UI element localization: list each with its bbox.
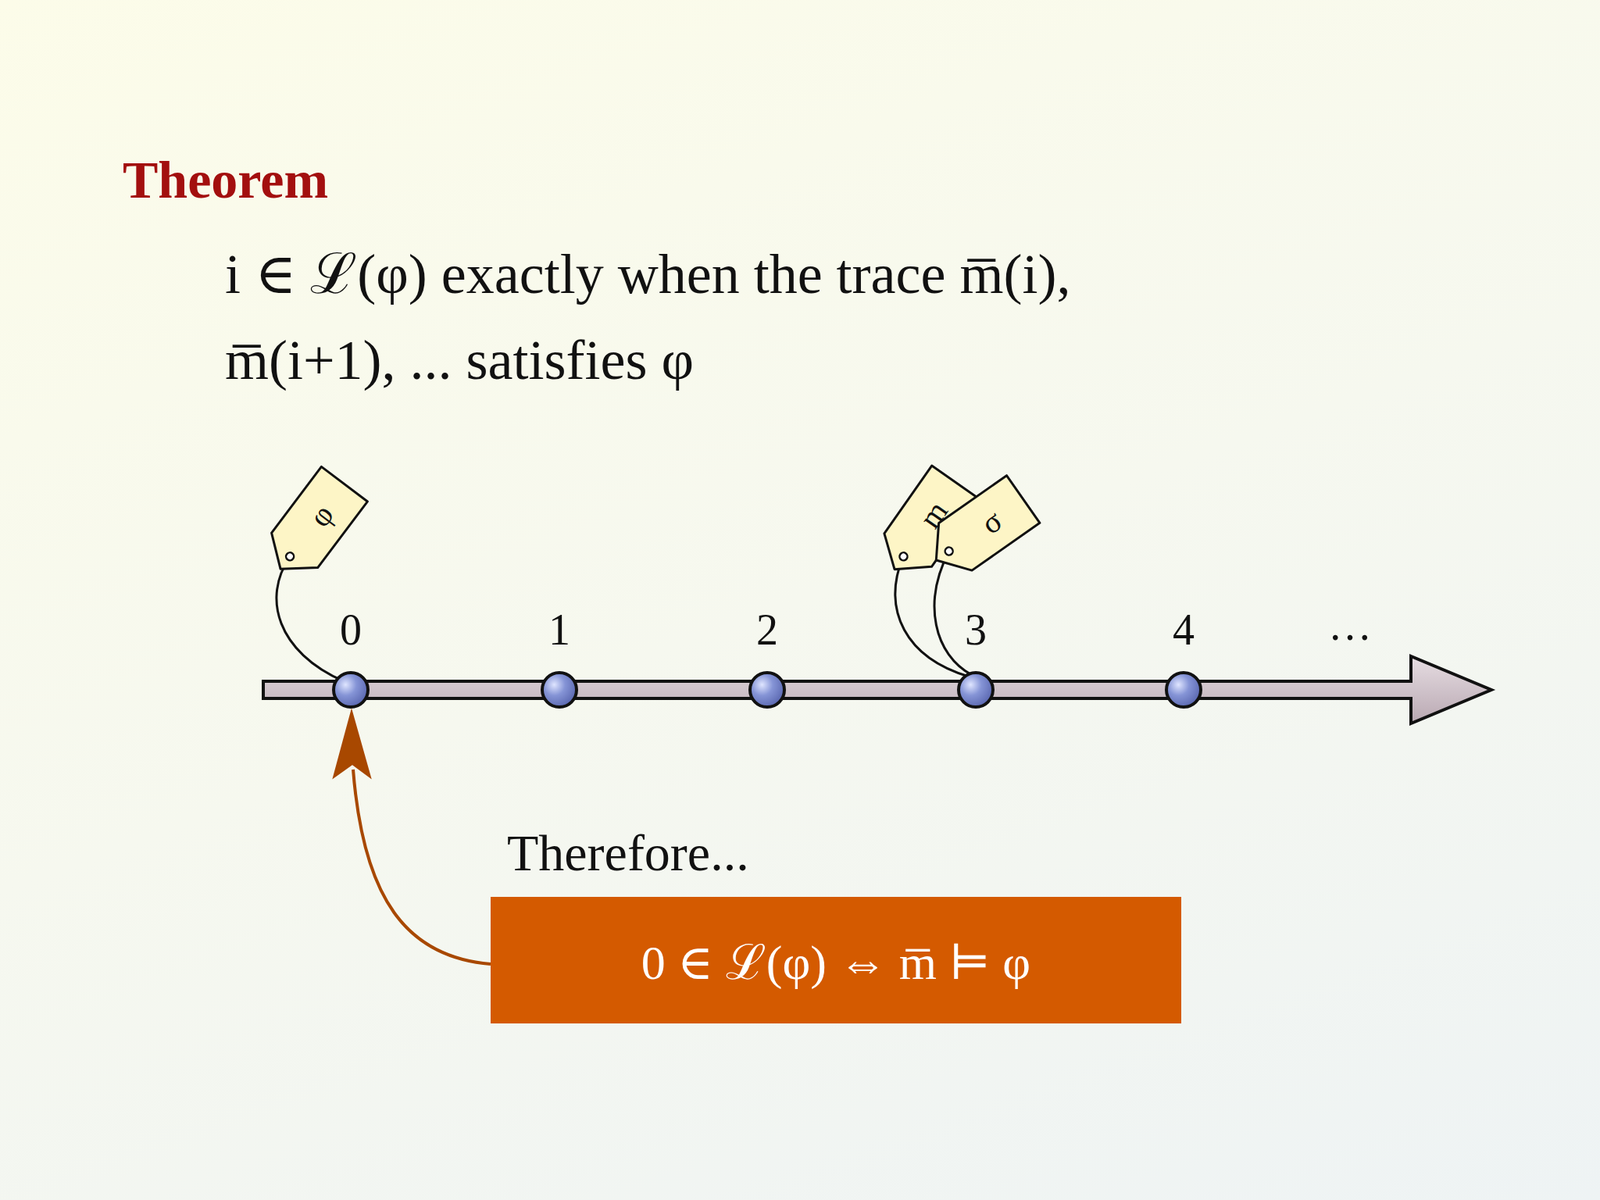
ellipsis: … [1328, 603, 1372, 647]
time-point [958, 672, 993, 708]
time-axis [263, 656, 1492, 724]
formula-text: 0 ∈ ℒ(φ) ⇔ m̅ ⊨ φ [641, 927, 1031, 993]
pointer-arrowhead [333, 710, 371, 778]
time-point [333, 672, 368, 708]
time-point [542, 672, 577, 708]
time-point [1166, 672, 1201, 708]
time-point [750, 672, 785, 708]
result-box: 0 ∈ ℒ(φ) ⇔ m̅ ⊨ φ [490, 896, 1182, 1024]
therefore-text: Therefore... [507, 827, 750, 879]
pointer-arrow [353, 769, 491, 965]
time-index: 4 [1172, 607, 1195, 652]
luggage-tag: φ [255, 464, 371, 590]
time-index: 1 [548, 607, 571, 652]
time-index: 2 [756, 607, 779, 652]
tag-string [276, 557, 344, 682]
theorem-statement: i ∈ ℒ(φ) exactly when the trace m̅(i), m… [225, 231, 1108, 404]
diagram-title: Theorem [122, 153, 329, 207]
tag-string [895, 556, 969, 677]
time-index: 0 [339, 607, 362, 652]
time-index: 3 [964, 607, 987, 652]
